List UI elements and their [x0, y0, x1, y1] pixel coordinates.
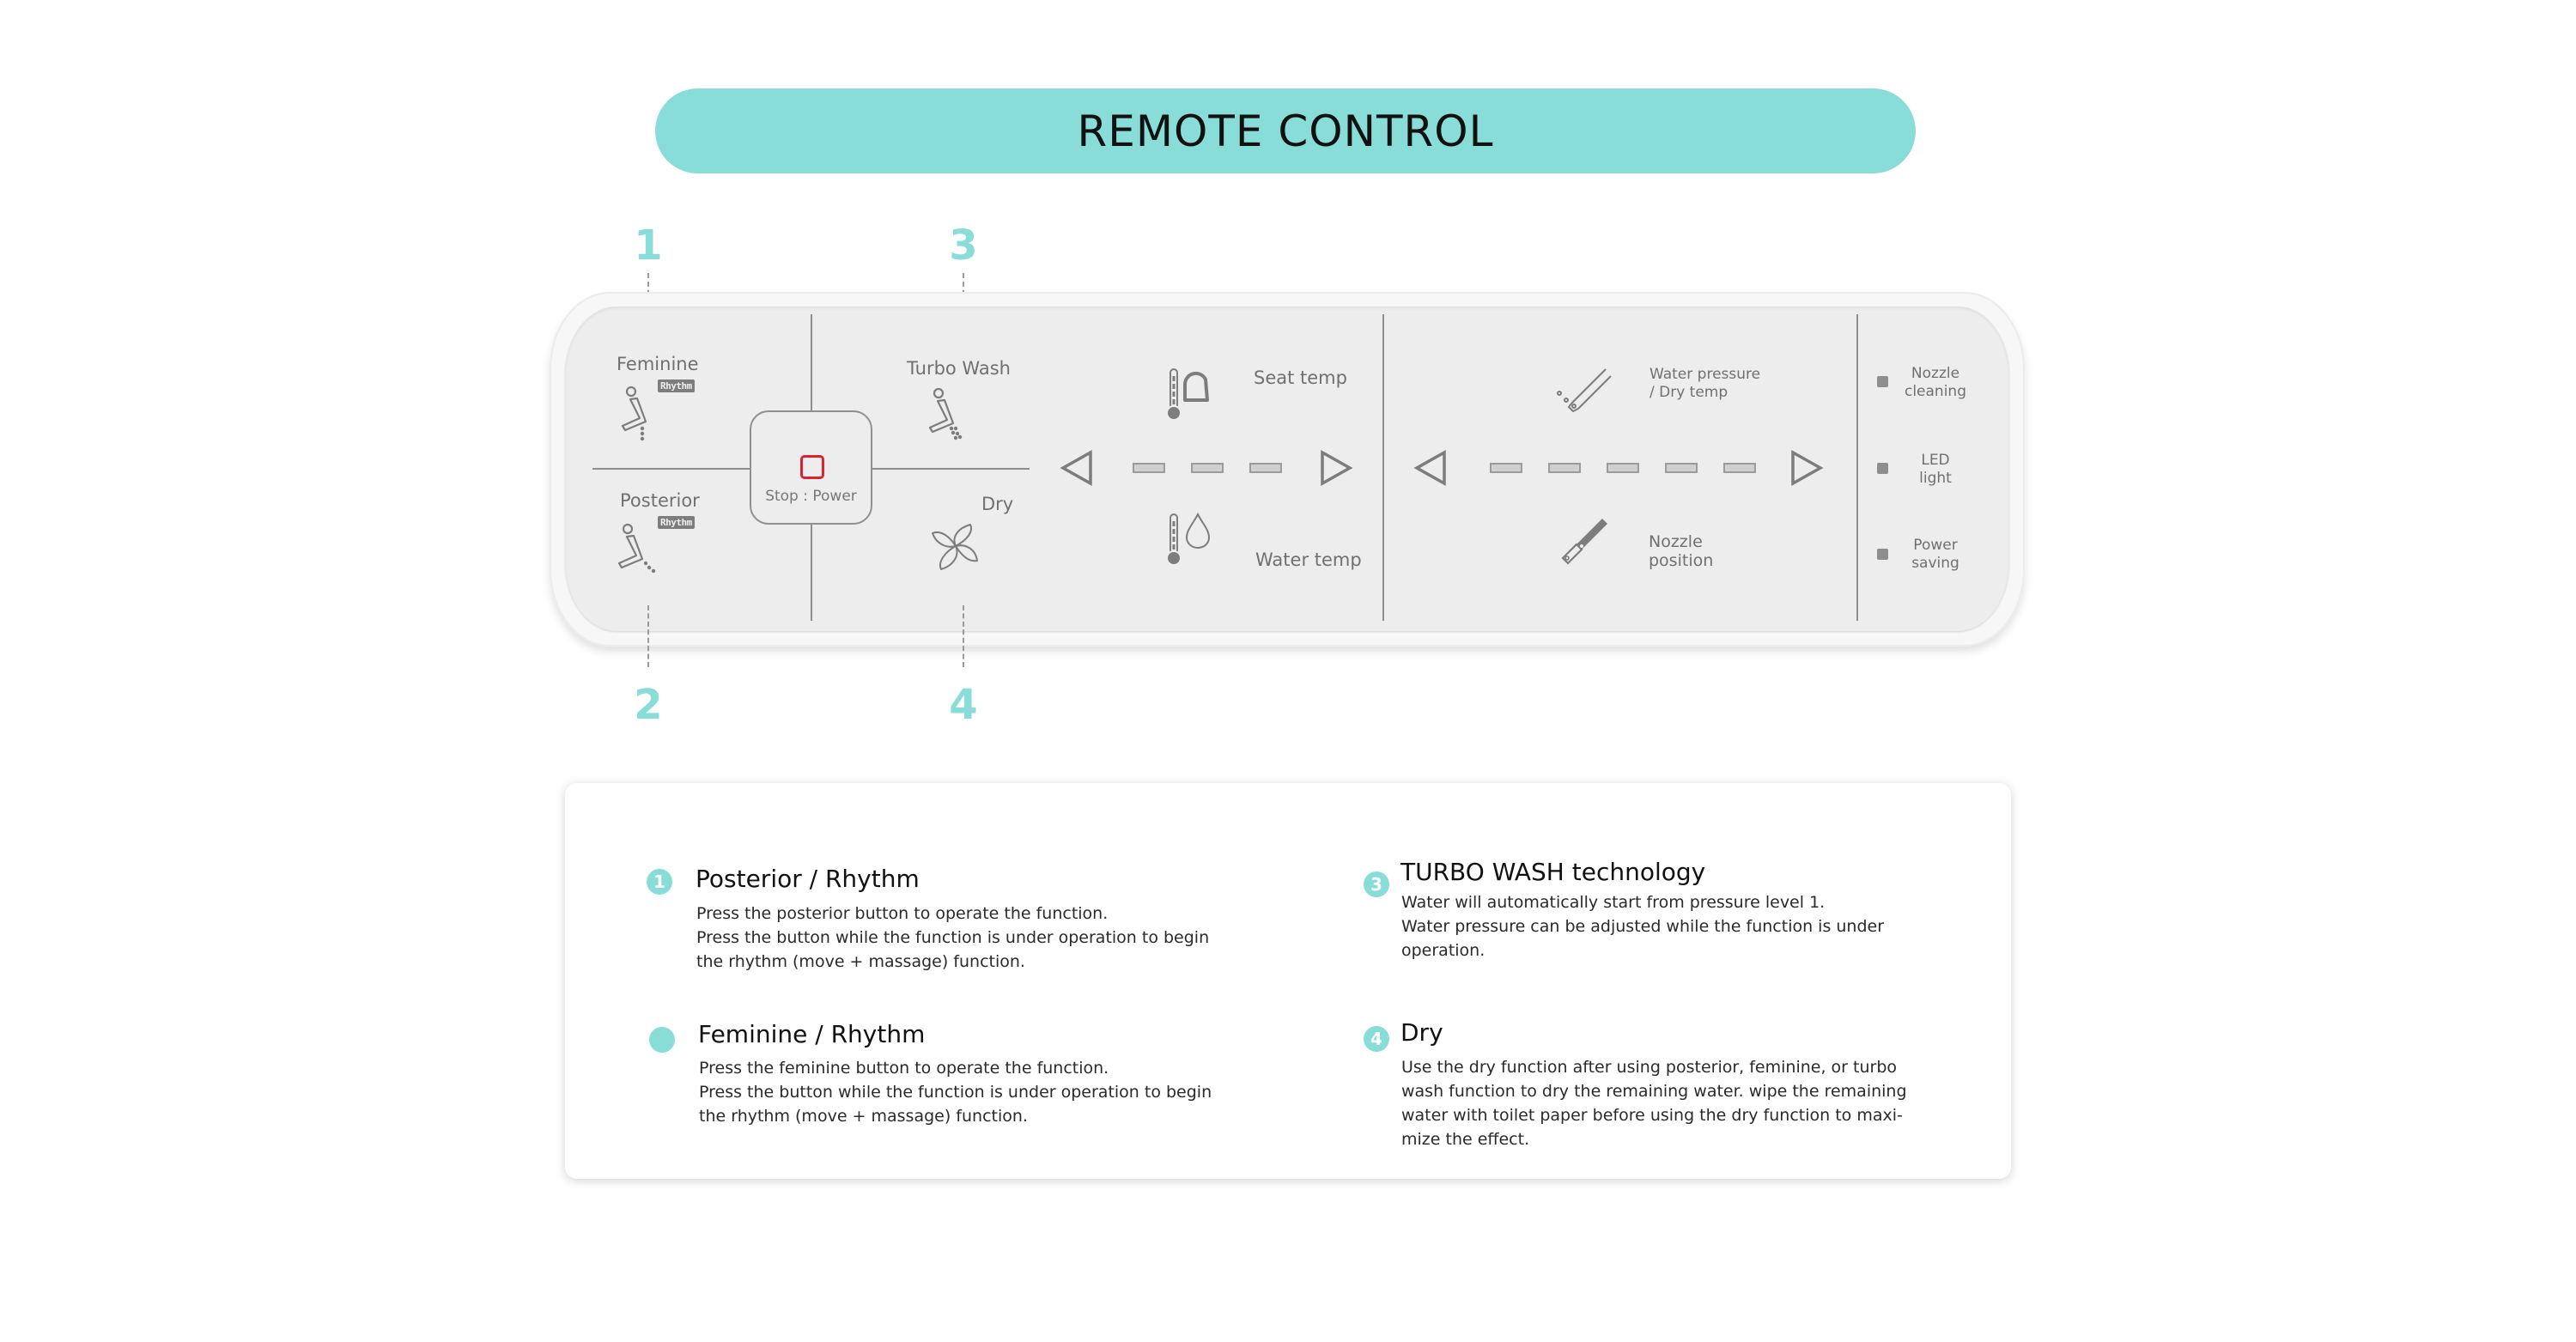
water-thermometer-icon	[1166, 513, 1211, 566]
divider	[872, 468, 1030, 470]
feminine-label: Feminine	[617, 354, 699, 374]
power-saving-label: Power saving	[1911, 537, 1959, 572]
number-badge: 4	[1364, 1026, 1389, 1052]
item-description: Press the feminine button to operate the…	[699, 1059, 1212, 1126]
level-segment	[1490, 463, 1522, 473]
nozzle-position-label: Nozzle position	[1649, 532, 1714, 570]
dry-label: Dry	[981, 494, 1014, 514]
level-segment	[1548, 463, 1581, 473]
section-divider	[1382, 314, 1384, 621]
posterior-label: Posterior	[620, 490, 700, 511]
callout-2: 2	[634, 681, 663, 729]
feminine-button[interactable]: Feminine Rhythm	[601, 348, 730, 451]
item-title: Posterior / Rhythm	[696, 865, 920, 893]
seat-temp-label: Seat temp	[1254, 367, 1347, 388]
number-badge: 3	[1364, 871, 1389, 897]
level-segment	[1249, 463, 1282, 473]
seat-thermometer-icon	[1166, 368, 1209, 421]
led-light-button[interactable]: LED light	[1868, 446, 1989, 489]
rhythm-tag: Rhythm	[658, 516, 695, 529]
callout-4-leader	[963, 605, 964, 667]
stop-power-button[interactable]: Stop : Power	[750, 410, 872, 525]
level-segment	[1607, 463, 1639, 473]
pressure-decrease-button[interactable]	[1412, 449, 1449, 487]
turbo-wash-button[interactable]: Turbo Wash	[893, 348, 1030, 451]
level-segment	[1665, 463, 1698, 473]
water-temp-label: Water temp	[1255, 550, 1362, 570]
indicator-led	[1877, 376, 1888, 387]
water-pressure-button[interactable]: Water pressure / Dry temp	[1537, 361, 1795, 429]
pressure-level-indicator	[1490, 463, 1756, 473]
page-title: REMOTE CONTROL	[1077, 106, 1494, 156]
temp-decrease-button[interactable]	[1058, 449, 1096, 487]
callout-3: 3	[949, 222, 978, 270]
indicator-led	[1877, 463, 1888, 474]
nozzle-cleaning-label: Nozzle cleaning	[1904, 365, 1966, 400]
nozzle-spray-icon	[1557, 368, 1612, 413]
stop-square-icon	[800, 455, 824, 479]
section-divider	[1856, 314, 1858, 621]
water-temp-button[interactable]: Water temp	[1073, 511, 1365, 580]
nozzle-icon	[1561, 519, 1607, 565]
item-title: Feminine / Rhythm	[698, 1020, 926, 1048]
callout-4: 4	[949, 681, 978, 729]
level-segment	[1133, 463, 1165, 473]
number-badge: 1	[647, 869, 672, 895]
temp-level-indicator	[1133, 463, 1282, 473]
temp-increase-button[interactable]	[1317, 449, 1355, 487]
callout-1: 1	[634, 222, 663, 270]
description-card: 1 Posterior / Rhythm Press the posterior…	[565, 783, 2011, 1179]
item-description: Press the posterior button to operate th…	[696, 904, 1210, 971]
item-description: Water will automatically start from pres…	[1401, 893, 1885, 960]
seat-temp-button[interactable]: Seat temp	[1073, 361, 1348, 429]
turbo-wash-label: Turbo Wash	[907, 358, 1011, 379]
divider	[811, 314, 812, 410]
level-segment	[1191, 463, 1224, 473]
indicator-led	[1877, 549, 1888, 560]
rhythm-tag: Rhythm	[658, 380, 695, 392]
turbo-wash-icon	[928, 387, 963, 440]
power-saving-button[interactable]: Power saving	[1868, 532, 1989, 575]
nozzle-position-button[interactable]: Nozzle position	[1537, 515, 1795, 584]
item-description: Use the dry function after using posteri…	[1401, 1058, 1907, 1149]
stop-power-label: Stop : Power	[765, 488, 857, 505]
item-title: TURBO WASH technology	[1400, 858, 1706, 886]
posterior-button[interactable]: Posterior Rhythm	[601, 485, 730, 588]
callout-2-leader	[647, 605, 649, 667]
feminine-wash-icon	[621, 386, 647, 441]
nozzle-cleaning-button[interactable]: Nozzle cleaning	[1868, 361, 1989, 404]
pressure-increase-button[interactable]	[1788, 449, 1826, 487]
posterior-wash-icon	[617, 523, 656, 574]
water-pressure-label: Water pressure / Dry temp	[1649, 366, 1761, 401]
fan-icon	[932, 524, 978, 570]
number-badge	[649, 1027, 675, 1053]
item-title: Dry	[1400, 1018, 1443, 1047]
divider	[811, 525, 812, 621]
level-segment	[1723, 463, 1756, 473]
title-banner: REMOTE CONTROL	[655, 88, 1916, 173]
divider	[592, 468, 750, 470]
dry-button[interactable]: Dry	[910, 485, 1030, 597]
led-light-label: LED light	[1919, 452, 1952, 487]
